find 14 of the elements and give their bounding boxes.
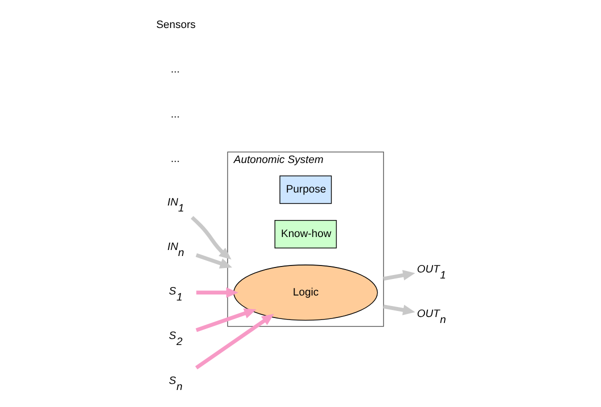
arrow bbox=[190, 216, 231, 260]
label: ... bbox=[170, 108, 180, 120]
node-box: Know-how bbox=[274, 220, 336, 248]
label: ... bbox=[170, 152, 180, 165]
arrow bbox=[382, 270, 415, 281]
node-box: Purpose bbox=[279, 175, 332, 204]
label: Sensors bbox=[156, 19, 196, 32]
node-ellipse: Logic bbox=[232, 264, 378, 321]
arrow bbox=[382, 304, 415, 316]
arrow bbox=[196, 287, 238, 298]
arrow bbox=[194, 314, 274, 370]
label: ... bbox=[170, 64, 180, 76]
arrow bbox=[195, 308, 256, 332]
arrow bbox=[195, 253, 232, 268]
